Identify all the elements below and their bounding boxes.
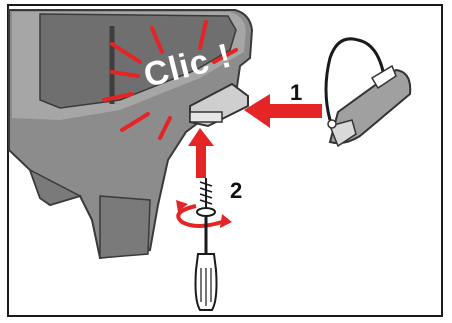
arrow-step-1 — [244, 94, 322, 128]
step-2-number: 2 — [230, 178, 242, 204]
handle-part — [326, 39, 410, 146]
arrow-step-2 — [188, 128, 214, 178]
step-1-number: 1 — [290, 80, 302, 106]
screw — [197, 178, 215, 216]
screwdriver — [196, 216, 217, 310]
